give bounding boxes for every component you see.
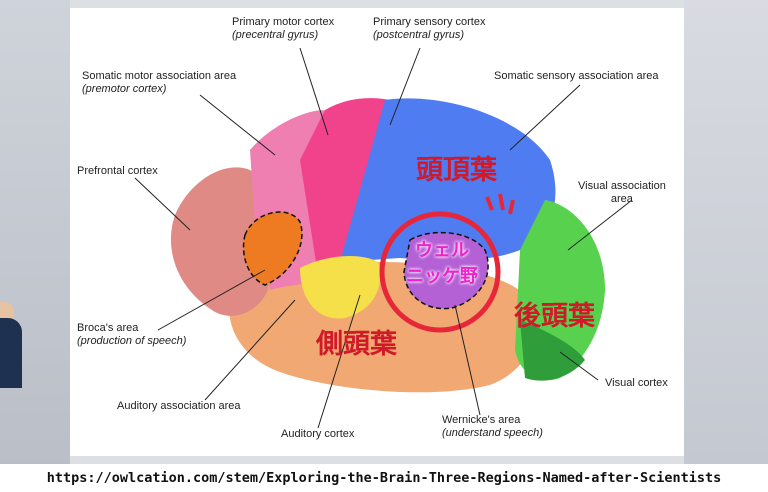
leader-visual-cortex — [559, 351, 599, 381]
jp-wernicke-area: ウェル ニッケ野 — [406, 240, 478, 287]
emphasis-mark-3 — [508, 199, 515, 215]
leader-primary-motor — [299, 47, 329, 136]
label-visual-association: Visual association area — [578, 180, 666, 205]
jp-occipital-lobe: 後頭葉 — [514, 301, 595, 332]
prefrontal-cortex — [170, 167, 280, 316]
label-auditory-association: Auditory association area — [117, 400, 241, 412]
leader-somatic-motor — [199, 94, 276, 156]
source-url: https://owlcation.com/stem/Exploring-the… — [0, 464, 768, 492]
emphasis-mark-2 — [498, 193, 505, 211]
leader-prefrontal — [134, 177, 191, 231]
label-somatic-sensory-association: Somatic sensory association area — [494, 70, 659, 82]
background-right — [684, 0, 768, 492]
leader-auditory-assoc — [204, 299, 296, 401]
leader-wernicke — [454, 304, 481, 416]
label-prefrontal-cortex: Prefrontal cortex — [77, 165, 158, 177]
label-auditory-cortex: Auditory cortex — [281, 428, 355, 440]
parietal-sensory — [340, 98, 556, 262]
visual-cortex-region — [520, 320, 585, 381]
leader-primary-sensory — [389, 47, 421, 126]
wernicke-area-outline — [403, 231, 489, 310]
leader-visual-assoc — [567, 199, 633, 251]
auditory-region — [300, 256, 381, 319]
wernicke-highlight-circle — [379, 211, 501, 333]
presenter-avatar — [0, 318, 22, 388]
jp-temporal-lobe: 側頭葉 — [316, 329, 397, 360]
label-primary-motor-cortex: Primary motor cortex (precentral gyrus) — [232, 16, 335, 41]
primary-motor-cortex — [300, 98, 390, 275]
label-visual-cortex: Visual cortex — [605, 377, 668, 389]
jp-parietal-lobe: 頭頂葉 — [416, 155, 497, 186]
broca-area-outline — [242, 211, 303, 286]
leader-somatic-sensory — [509, 84, 581, 151]
label-broca: Broca's area (production of speech) — [77, 322, 187, 347]
label-wernicke: Wernicke's area (understand speech) — [442, 414, 543, 439]
leader-broca — [157, 269, 266, 331]
background-left — [0, 0, 70, 492]
label-primary-sensory-cortex: Primary sensory cortex (postcentral gyru… — [373, 16, 486, 41]
leader-auditory — [317, 294, 361, 429]
emphasis-mark-1 — [485, 196, 494, 211]
label-somatic-motor-association: Somatic motor association area (premotor… — [82, 70, 237, 95]
